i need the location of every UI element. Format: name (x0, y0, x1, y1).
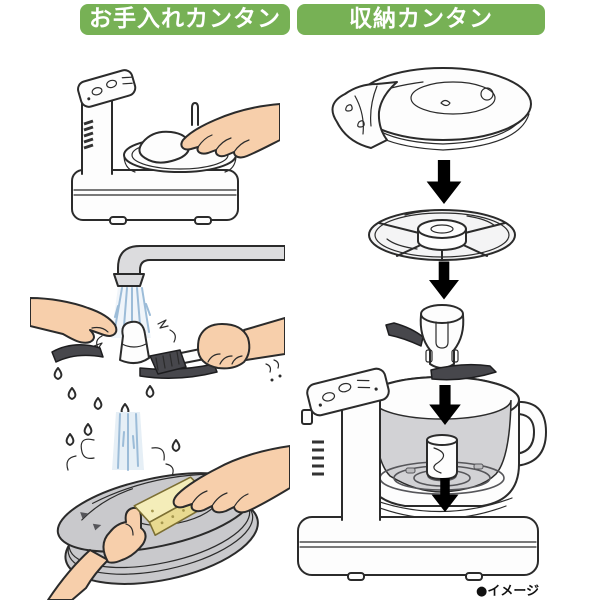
splash (65, 423, 181, 477)
blade-attachment (385, 304, 497, 381)
blade-left (51, 344, 104, 363)
illustration-lid-part (331, 67, 532, 151)
machine-base (297, 516, 539, 581)
right-hand-scrubbing (172, 445, 290, 514)
wiping-hand (180, 103, 280, 159)
illustration-rinse-blade (30, 245, 285, 412)
banner-easy-maintenance: お手入れカンタン (80, 4, 290, 35)
faucet (113, 245, 285, 287)
down-arrow-icon (426, 160, 462, 204)
water-drops (53, 367, 155, 412)
drive-spindle (426, 434, 458, 480)
right-hand-with-brush (197, 317, 285, 382)
control-head (77, 69, 137, 108)
cleaning-cloth (138, 130, 191, 164)
disc-part (368, 209, 516, 261)
motor-arm (301, 367, 390, 521)
banner-easy-maintenance-label: お手入れカンタン (89, 6, 281, 32)
lid-part (331, 67, 532, 151)
left-hand-holding-lid (47, 506, 147, 600)
water-stream (112, 412, 144, 471)
left-hand-holding-blade (30, 297, 118, 344)
banner-easy-storage-label: 収納カンタン (349, 6, 493, 32)
control-head (306, 367, 390, 417)
illustration-wipe-base (71, 69, 280, 225)
illustration-wash-lid-sponge (47, 412, 290, 600)
down-arrow-icon (429, 385, 461, 425)
illustration-disc-part (368, 209, 516, 261)
blade-holder (119, 320, 150, 364)
illustration-main-unit (297, 304, 547, 581)
down-arrow-icon (430, 478, 460, 512)
banner-easy-storage: 収納カンタン (297, 4, 545, 35)
image-disclaimer-caption: ●イメージ (476, 584, 540, 599)
